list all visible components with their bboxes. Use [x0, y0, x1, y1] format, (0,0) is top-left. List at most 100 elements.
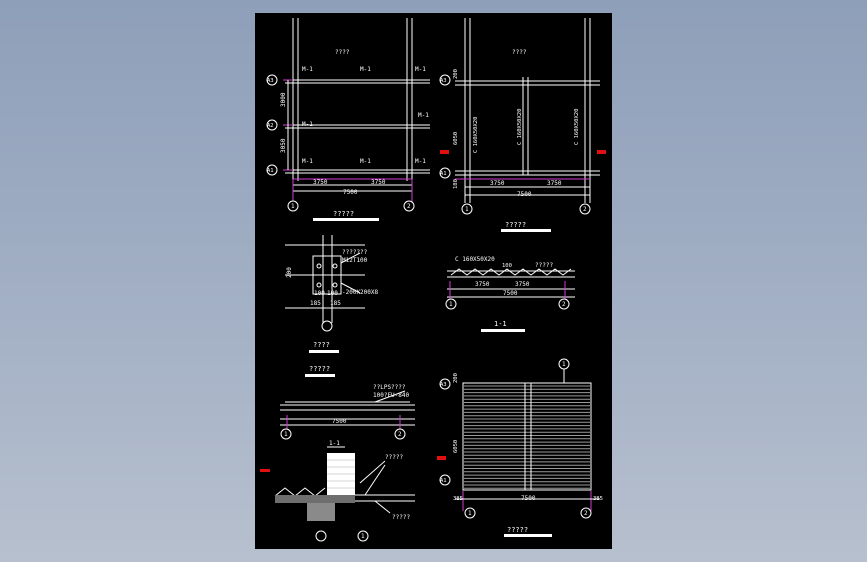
- bubble-label: 1: [361, 533, 365, 540]
- axis-label: A2: [267, 123, 274, 129]
- column-bubble: [461, 203, 473, 215]
- dimension-total: 7500: [517, 191, 532, 198]
- caption-underline: [309, 350, 339, 353]
- column-bubble: [403, 200, 415, 212]
- dimension-vertical: 200: [453, 69, 459, 79]
- dimension-vertical: 3050: [280, 138, 287, 153]
- section-marker: [437, 456, 446, 460]
- column-label: 2: [584, 510, 588, 517]
- elevation-caption: ?????: [309, 365, 330, 373]
- plan-caption: ?????: [507, 526, 528, 534]
- dimension: 385: [593, 496, 603, 502]
- dimension-total: 7500: [343, 189, 358, 196]
- wall-note: ?????: [392, 514, 410, 521]
- member-tag: M-1: [418, 112, 429, 119]
- column-bubble: [394, 428, 406, 440]
- section-marker: [440, 150, 449, 154]
- dimension: 185: [330, 300, 341, 307]
- dimension-vertical: 200: [286, 267, 293, 278]
- axis-label: A3: [440, 382, 447, 388]
- plan-layout-top-left: ???? M-1 M-1 M-1 M-1 M-1 M-1 M-1 M-1 A3 …: [266, 18, 430, 221]
- caption-underline: [305, 374, 335, 377]
- section-caption: 1-1: [494, 320, 507, 328]
- section-label: 1-1: [329, 440, 340, 447]
- purlin-label: C 160X50X20: [574, 109, 580, 145]
- dimension-vertical: 200: [453, 373, 459, 383]
- caption-underline: [481, 329, 525, 332]
- member-tag: M-1: [360, 66, 371, 73]
- section-note: ?????: [535, 262, 553, 269]
- axis-bubble: [439, 74, 451, 86]
- axis-bubble: [439, 167, 451, 179]
- elevation-note: 100?FU-840: [373, 392, 410, 399]
- plan-title: ????: [335, 49, 350, 56]
- column-bubble: [445, 298, 457, 310]
- column-bubble: [580, 507, 592, 519]
- purlin-label: C 160X50X20: [517, 109, 523, 145]
- axis-label: A1: [440, 478, 447, 484]
- dimension-total: 7500: [332, 418, 347, 425]
- elevation-note: ??LPS????: [373, 384, 406, 391]
- detail-note: ???????: [342, 249, 368, 256]
- dimension: 3750: [475, 281, 490, 288]
- dimension: 3750: [515, 281, 530, 288]
- column-label: 2: [562, 301, 566, 308]
- purlin-label: C 160X50X20: [455, 256, 495, 263]
- axis-label: A3: [440, 78, 447, 84]
- axis-bubble: [266, 164, 278, 176]
- axis-label: 1: [562, 361, 566, 368]
- column-label: 1: [465, 206, 469, 213]
- axis-bubble: [266, 74, 278, 86]
- elevation-mid-left: ????? ??LPS???? 100?FU-840 7500 1 2: [280, 365, 415, 440]
- detail-bubble: [357, 530, 369, 542]
- dimension: 3750: [490, 180, 505, 187]
- column-bubble: [280, 428, 292, 440]
- column-label: 1: [291, 203, 295, 210]
- axis-bubble: [439, 474, 451, 486]
- roof-plan-bottom-right: 1 A3 A1 200 6050 385 385 7500 1 2 ?????: [437, 358, 603, 537]
- column-label: 1: [284, 431, 288, 438]
- foundation: [307, 503, 335, 521]
- dimension: 3750: [313, 179, 328, 186]
- column-bubble: [579, 203, 591, 215]
- caption-underline: [313, 218, 379, 221]
- column-label: 1: [449, 301, 453, 308]
- wall-section-detail: 1-1 ????? ????? 1: [260, 440, 415, 542]
- dimension-total: 7500: [503, 290, 518, 297]
- member-tag: M-1: [302, 158, 313, 165]
- axis-label: A1: [440, 171, 447, 177]
- detail-bubble: [315, 530, 327, 542]
- section-marker: [597, 150, 606, 154]
- dimension-vertical: 6050: [453, 132, 459, 145]
- section-marker: [260, 469, 270, 472]
- column-label: 1: [468, 510, 472, 517]
- dimension: 3750: [547, 180, 562, 187]
- caption-underline: [501, 229, 551, 232]
- detail-note: -200X200X8: [342, 289, 379, 296]
- column-label: 2: [398, 431, 402, 438]
- dimension-vertical: 180: [453, 179, 459, 189]
- member-tag: M-1: [302, 121, 313, 128]
- section-1-1: C 160X50X20 100 ????? 3750 3750 7500 1 2…: [445, 256, 575, 332]
- purlin-label: C 160X50X20: [473, 117, 479, 153]
- plan-purlin-top-right: ???? A3 A1 200 6050 180 C 160X50X20 C 16…: [439, 18, 606, 232]
- cad-drawing: ???? M-1 M-1 M-1 M-1 M-1 M-1 M-1 M-1 A3 …: [260, 18, 606, 542]
- axis-label: A3: [267, 78, 274, 84]
- dimension: 185: [310, 300, 321, 307]
- caption-underline: [504, 534, 552, 537]
- member-tag: M-1: [360, 158, 371, 165]
- section-note: 100: [502, 263, 512, 269]
- drawing-sheet[interactable]: ???? M-1 M-1 M-1 M-1 M-1 M-1 M-1 M-1 A3 …: [255, 13, 612, 549]
- wall-note: ?????: [385, 454, 403, 461]
- member-tag: M-1: [302, 66, 313, 73]
- dimension: 100: [327, 290, 338, 297]
- dimension: 100: [314, 290, 325, 297]
- detail-note: M12T100: [342, 257, 368, 264]
- member-tag: M-1: [415, 66, 426, 73]
- column-bubble: [558, 298, 570, 310]
- dimension-vertical: 6050: [453, 440, 459, 453]
- plan-caption: ?????: [333, 210, 354, 218]
- column-label: 2: [583, 206, 587, 213]
- dimension: 385: [453, 496, 463, 502]
- axis-bubble: [266, 119, 278, 131]
